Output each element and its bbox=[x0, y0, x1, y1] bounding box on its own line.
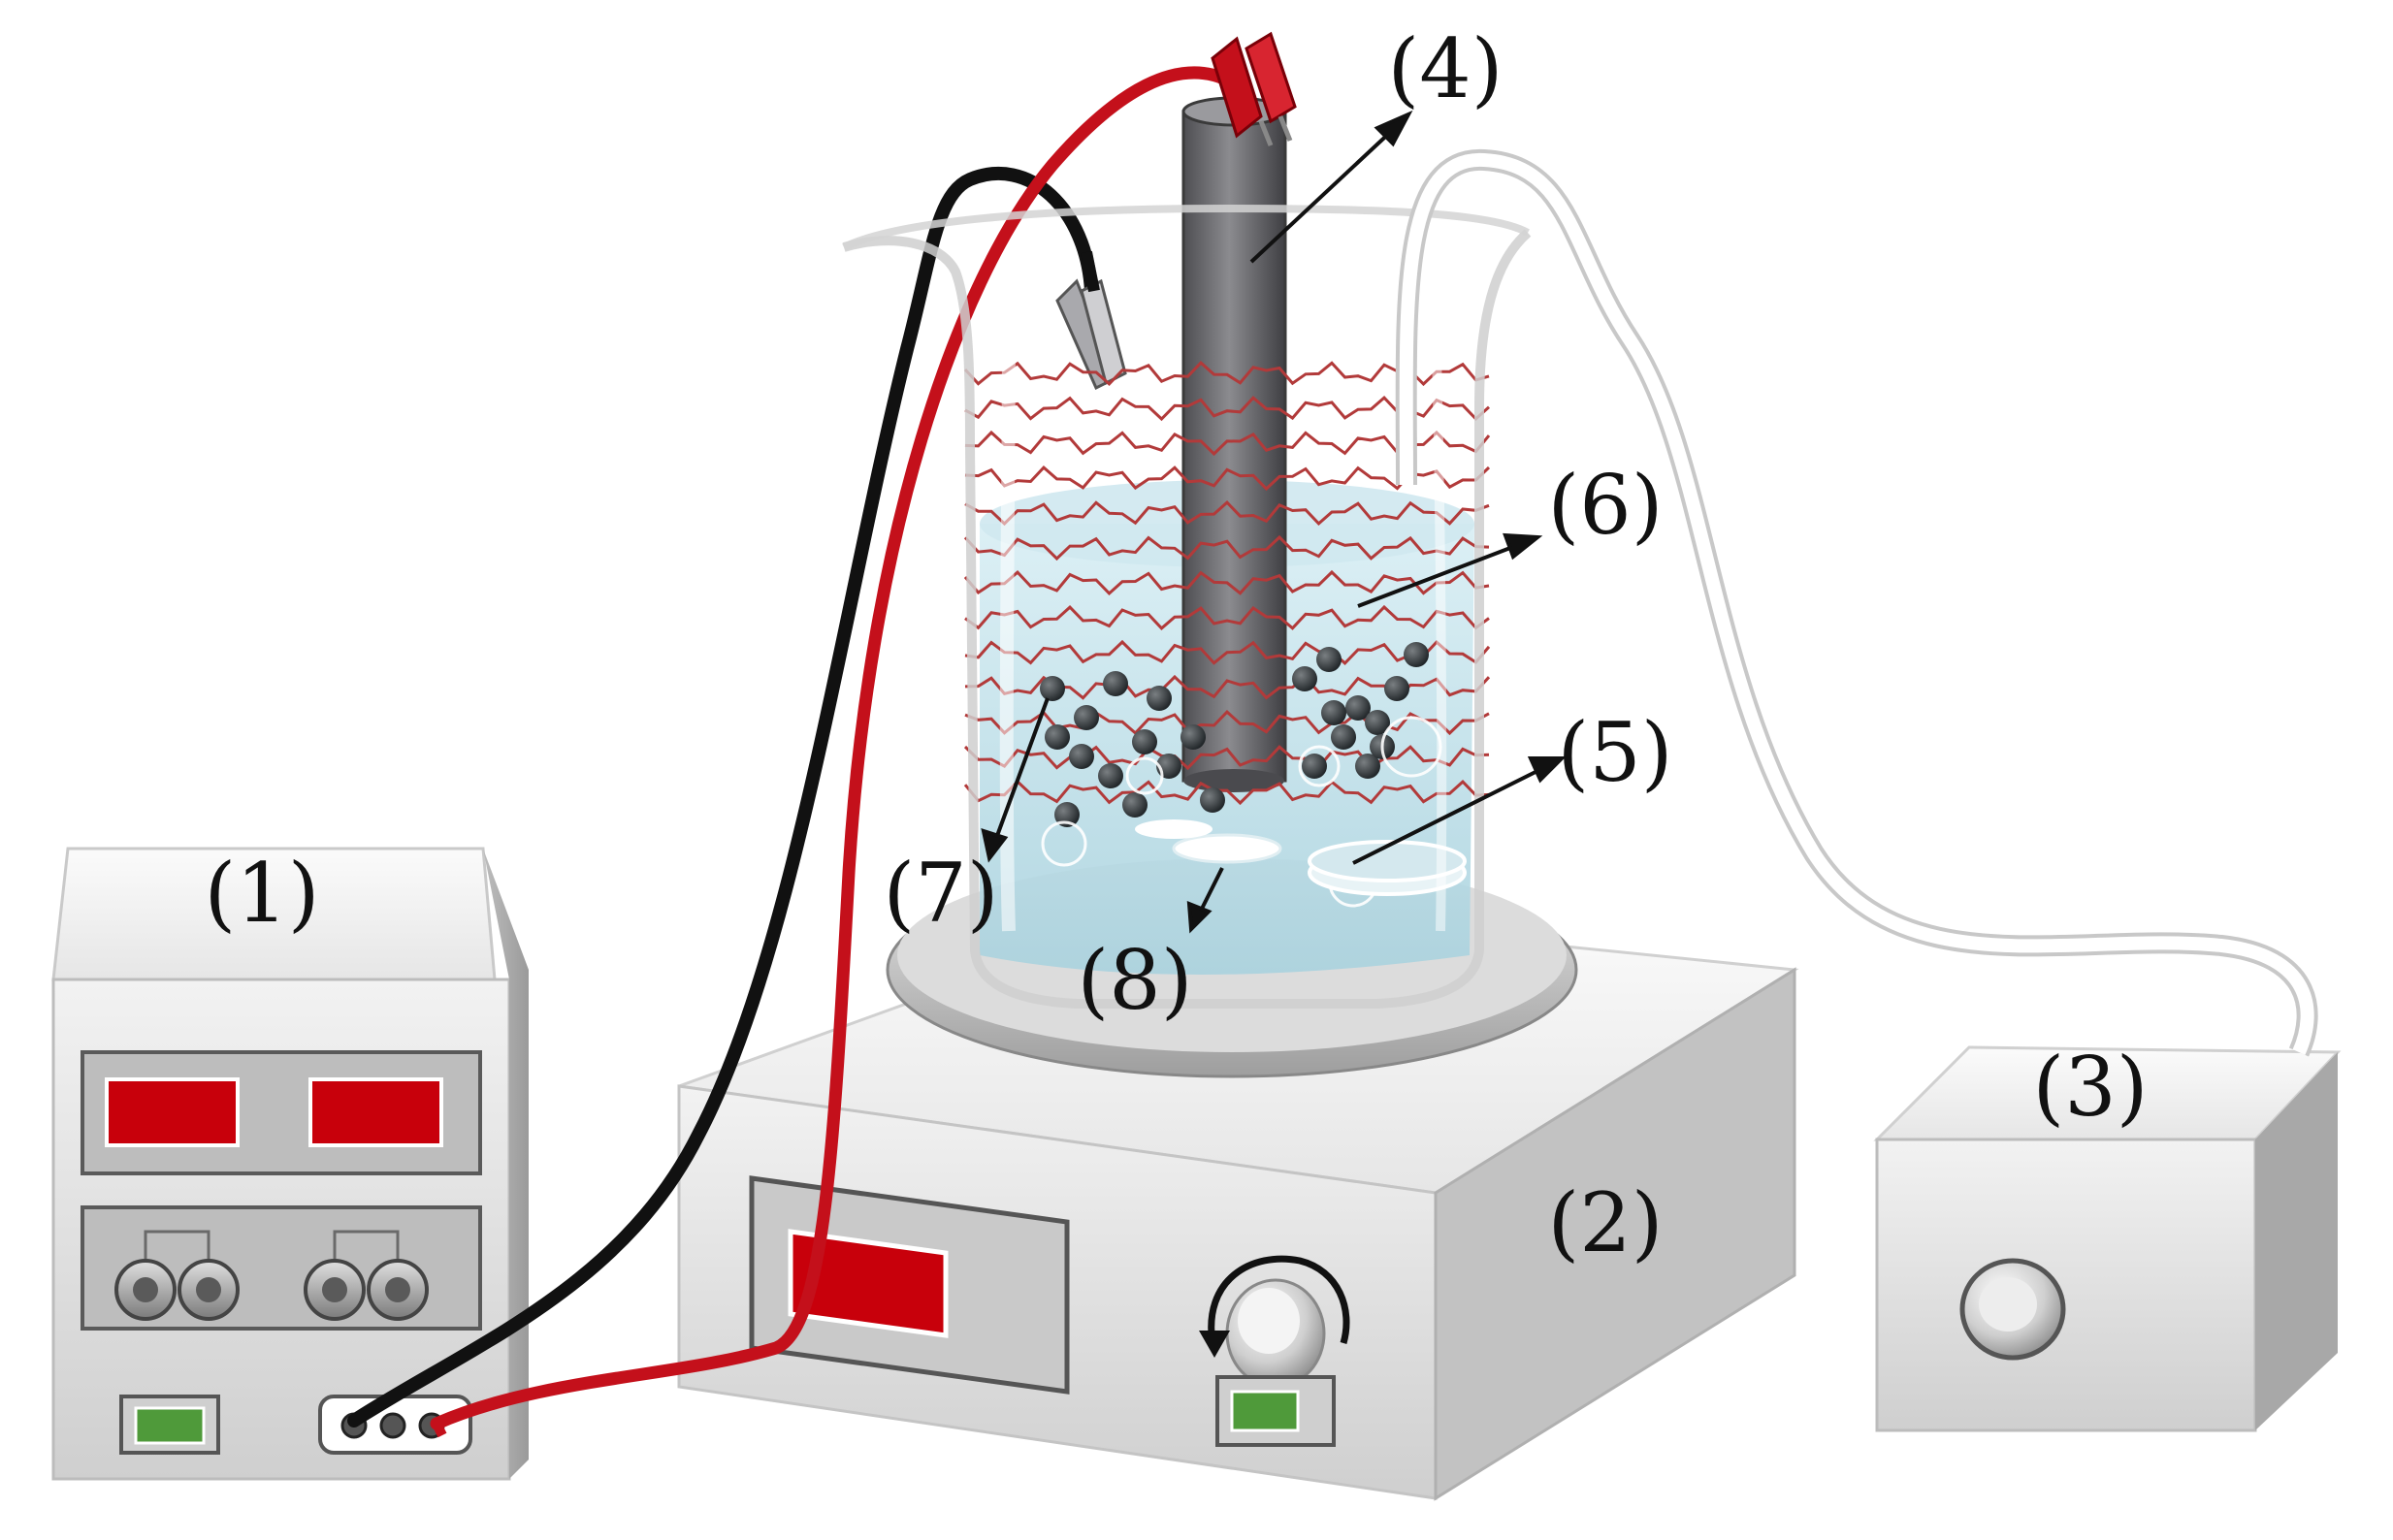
current-display bbox=[308, 1077, 443, 1147]
black-clip bbox=[1055, 250, 1127, 391]
magnetic-bead bbox=[1147, 686, 1172, 711]
voltage-display bbox=[105, 1077, 240, 1147]
label-particles: (7) bbox=[884, 846, 999, 941]
mesh-ring bbox=[964, 710, 1490, 736]
magnetic-bead bbox=[1200, 787, 1225, 813]
carbon-electrode bbox=[1181, 110, 1287, 783]
pump-button[interactable] bbox=[1959, 1258, 2066, 1361]
magnetic-bead bbox=[1365, 710, 1390, 735]
black-wire bbox=[347, 167, 1098, 1428]
label-power-supply: (1) bbox=[205, 846, 320, 941]
red-clip bbox=[1211, 31, 1297, 146]
power-knob-3[interactable] bbox=[304, 1259, 366, 1321]
magnetic-bead bbox=[1040, 676, 1065, 701]
magnetic-bead bbox=[1132, 729, 1157, 754]
magnetic-bead bbox=[1331, 724, 1356, 750]
labels: (1) (2) (3) (4) (5) (6) (7) (8) bbox=[205, 21, 2149, 1270]
label-pump: (3) bbox=[2033, 1040, 2149, 1135]
label-mesh: (6) bbox=[1548, 458, 1664, 553]
power-supply bbox=[51, 847, 529, 1481]
beaker bbox=[842, 31, 1532, 1009]
rotation-arrow-icon bbox=[1208, 1255, 1350, 1344]
magnetic-bead bbox=[1098, 763, 1123, 788]
air-tube bbox=[1395, 148, 2318, 1057]
magnetic-bead bbox=[1316, 647, 1342, 672]
magnetic-bead bbox=[1074, 705, 1099, 730]
magnetic-bead bbox=[1404, 642, 1429, 667]
magnetic-bead bbox=[1180, 724, 1206, 750]
label-magnetic-bar: (5) bbox=[1558, 705, 1673, 800]
magnetic-bead bbox=[1069, 744, 1094, 769]
mesh-ring bbox=[963, 569, 1490, 595]
mesh-ring bbox=[963, 534, 1490, 561]
power-knob-1[interactable] bbox=[114, 1259, 177, 1321]
magnetic-bead bbox=[1355, 754, 1380, 779]
power-knob-4[interactable] bbox=[367, 1259, 429, 1321]
magnetic-bead bbox=[1122, 792, 1148, 818]
label-stirrer: (2) bbox=[1548, 1175, 1664, 1270]
mesh-ring bbox=[963, 745, 1490, 771]
air-pump bbox=[1873, 1045, 2342, 1432]
mesh-ring bbox=[964, 604, 1490, 630]
leader-arrows bbox=[981, 110, 1567, 934]
magnetic-bead bbox=[1302, 754, 1327, 779]
magnetic-bead bbox=[1054, 802, 1080, 827]
magnetic-particles bbox=[1040, 642, 1429, 827]
speed-knob[interactable] bbox=[1199, 1255, 1350, 1389]
mesh-ring bbox=[963, 779, 1490, 806]
mesh-ring bbox=[964, 639, 1491, 665]
mesh-ring bbox=[964, 500, 1490, 527]
label-electrode: (4) bbox=[1388, 21, 1504, 116]
magnetic-bead bbox=[1345, 695, 1371, 721]
magnetic-bead bbox=[1292, 666, 1317, 691]
stir-bar-small bbox=[1135, 819, 1282, 864]
red-wire bbox=[430, 66, 1239, 1430]
magnetic-bead bbox=[1103, 671, 1128, 696]
stirrer-display bbox=[788, 1229, 949, 1338]
stir-bar-large bbox=[1308, 840, 1467, 896]
magnetic-bead bbox=[1321, 700, 1346, 725]
magnetic-bead bbox=[1384, 676, 1409, 701]
magnetic-bead bbox=[1045, 724, 1070, 750]
label-stir-bar: (8) bbox=[1078, 933, 1193, 1028]
power-knob-2[interactable] bbox=[178, 1259, 240, 1321]
